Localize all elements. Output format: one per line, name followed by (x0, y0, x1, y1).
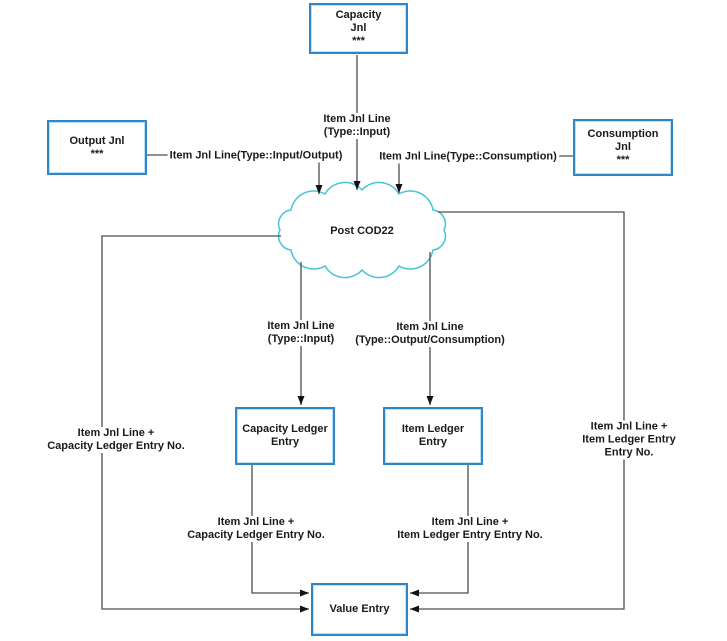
edge-label-capacity-ledger-to-value: Item Jnl Line + Capacity Ledger Entry No… (185, 516, 327, 542)
node-item-ledger-entry-label: Item Ledger Entry (401, 423, 465, 448)
edge-label-consumption-to-cloud: Item Jnl Line(Type::Consumption) (377, 150, 559, 164)
node-value-entry-label: Value Entry (329, 603, 390, 615)
node-consumption-jnl: Consumption Jnl *** (573, 119, 673, 176)
node-consumption-jnl-label: Consumption Jnl *** (587, 128, 659, 166)
edge-label-cloud-to-item-ledger: Item Jnl Line (Type::Output/Consumption) (353, 321, 507, 347)
node-capacity-ledger-entry-label: Capacity Ledger Entry (242, 423, 328, 448)
post-cod22-cloud-shape (277, 181, 447, 279)
edge-capacity-ledger-to-value (251, 465, 309, 597)
edge-label-cloud-to-capacity-ledger: Item Jnl Line (Type::Input) (265, 320, 337, 346)
node-item-ledger-entry: Item Ledger Entry (383, 407, 483, 465)
node-capacity-jnl-label: Capacity Jnl *** (335, 9, 382, 47)
edge-label-item-ledger-to-value: Item Jnl Line + Item Ledger Entry Entry … (395, 516, 545, 542)
node-capacity-jnl: Capacity Jnl *** (309, 3, 408, 54)
edge-outer-left-to-value (101, 235, 309, 613)
edge-label-outer-right: Item Jnl Line + Item Ledger Entry Entry … (580, 420, 678, 460)
node-output-jnl: Output Jnl *** (47, 120, 147, 175)
edge-label-output-to-cloud: Item Jnl Line(Type::Input/Output) (167, 149, 345, 163)
edge-item-ledger-to-value (410, 465, 469, 597)
edge-outer-right-to-value (410, 211, 625, 613)
node-capacity-ledger-entry: Capacity Ledger Entry (235, 407, 335, 465)
node-post-cod22-label: Post COD22 (330, 225, 394, 237)
edge-label-outer-left: Item Jnl Line + Capacity Ledger Entry No… (45, 427, 187, 453)
edge-label-capacity-to-cloud: Item Jnl Line (Type::Input) (321, 113, 393, 139)
node-value-entry: Value Entry (311, 583, 408, 636)
node-output-jnl-label: Output Jnl *** (69, 134, 125, 160)
